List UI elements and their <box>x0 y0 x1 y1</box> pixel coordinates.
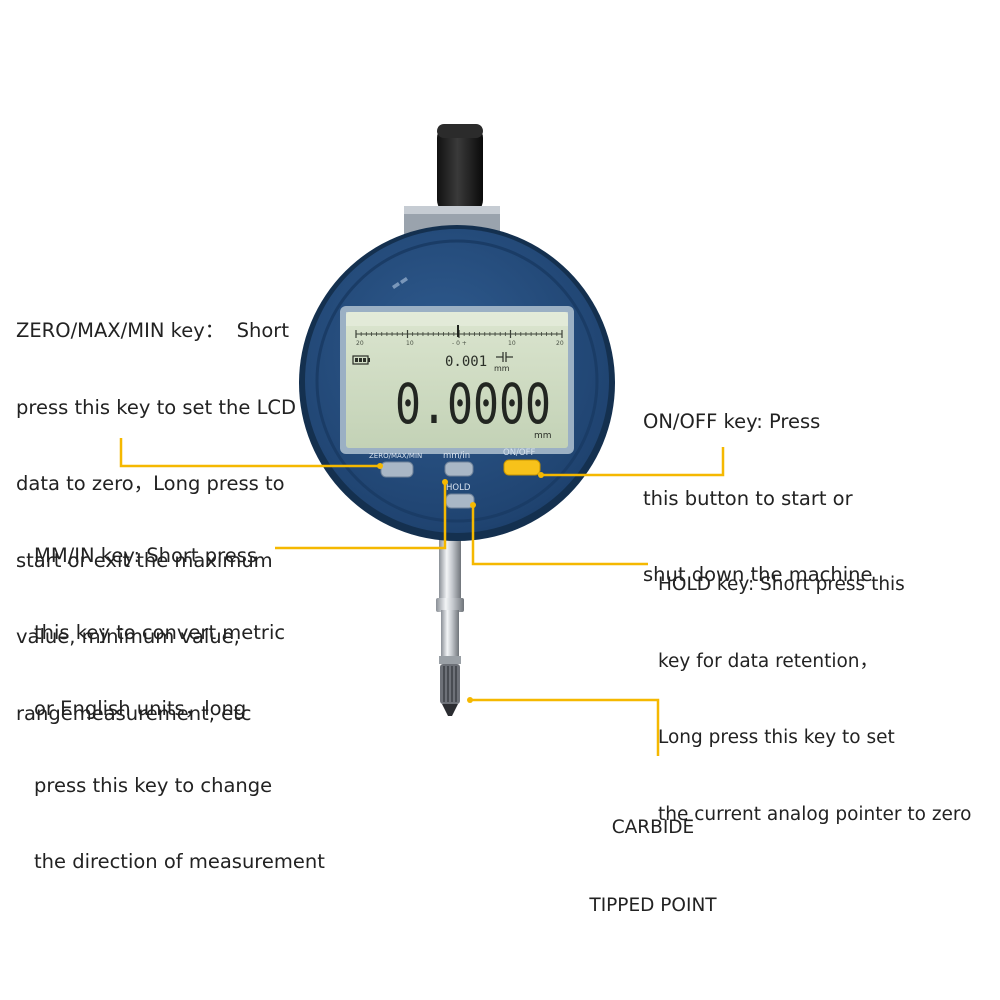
callout-dot <box>377 463 383 469</box>
spindle <box>436 520 464 664</box>
annotation-line: or English units，long <box>34 697 247 720</box>
annotation-line: HOLD key: Short press this <box>658 574 905 595</box>
callout-line-zero-key <box>119 438 380 468</box>
mm-in-key-annotation: MM/IN key: Short press this key to conve… <box>34 492 325 900</box>
zero-max-min-button[interactable] <box>380 461 414 478</box>
hold-key-annotation: HOLD key: Short press this key for data … <box>658 521 971 853</box>
annotation-line: data to zero，Long press to <box>16 472 285 495</box>
on-off-button[interactable] <box>503 459 541 476</box>
callout-dot <box>442 479 448 485</box>
annotation-line: value, minimum value, <box>16 625 240 648</box>
annotation-line: the current analog pointer to zero <box>658 803 972 825</box>
callout-line-on-off-key <box>541 447 725 477</box>
on-off-button-label: ON/OFF <box>503 448 535 458</box>
callout-dot <box>470 502 476 508</box>
annotation-line: TIPPED POINT <box>589 895 717 916</box>
annotation-line: press this key to change <box>34 773 273 797</box>
annotation-line: CARBIDE <box>611 817 695 838</box>
lcd-tolerance-icon <box>496 352 513 362</box>
lcd-unit-main: mm <box>534 431 552 441</box>
lcd-resolution: 0.001 <box>445 354 487 370</box>
lcd-unit-small: mm <box>494 364 510 373</box>
lcd-scale-tick-label: - 0 + <box>452 340 467 347</box>
lcd-reading: 0.0000 <box>395 372 551 436</box>
annotation-line: the direction of measurement <box>34 850 325 873</box>
lcd-analog-pointer <box>457 325 459 337</box>
callout-line-carbide <box>470 698 660 756</box>
mm-in-button-label: mm/in <box>443 451 470 461</box>
annotation-line: shut down the machine <box>643 563 873 586</box>
annotation-line: key for data retention， <box>658 650 879 672</box>
annotation-line: ZERO/MAX/MIN key： Short <box>16 319 289 342</box>
carbide-tip <box>440 664 460 716</box>
annotation-line: this button to start or <box>643 486 853 510</box>
annotation-line: rangemeasurement, etc <box>16 701 252 725</box>
zero-max-min-button-label: ZERO/MAX/MIN <box>369 452 422 460</box>
battery-icon <box>352 355 370 365</box>
lcd-scale-tick-label: 20 <box>356 340 364 347</box>
top-cap <box>437 124 483 214</box>
annotation-line: press this key to set the LCD <box>16 395 297 419</box>
callout-line-hold-key <box>471 505 648 566</box>
annotation-line: Long press this key to set <box>658 727 895 748</box>
callout-dot <box>538 472 544 478</box>
callout-dot <box>467 697 473 703</box>
annotation-line: ON/OFF key: Press <box>643 410 821 433</box>
on-off-key-annotation: ON/OFF key: Press this button to start o… <box>643 358 873 613</box>
lcd-scale-tick-label: 10 <box>508 340 516 347</box>
annotation-line: start or exit the maximum <box>16 548 273 572</box>
callout-line-mm-in-key <box>275 482 447 550</box>
lcd-analog-scale <box>355 325 563 338</box>
hold-button[interactable] <box>445 493 475 509</box>
mm-in-button[interactable] <box>444 461 474 477</box>
annotation-line: this key to convert metric <box>34 620 286 644</box>
lcd-screen: 20 10 - 0 + 10 20 0.001 mm 0.0000 mm <box>340 306 574 454</box>
lcd-scale-tick-label: 10 <box>406 340 414 347</box>
carbide-tip-annotation: CARBIDE TIPPED POINT <box>578 763 728 945</box>
zero-max-min-key-annotation: ZERO/MAX/MIN key： Short press this key t… <box>16 267 296 752</box>
lcd-scale-tick-label: 20 <box>556 340 564 347</box>
annotation-line: MM/IN key: Short press <box>34 544 258 567</box>
hold-button-label: HOLD <box>446 483 471 493</box>
